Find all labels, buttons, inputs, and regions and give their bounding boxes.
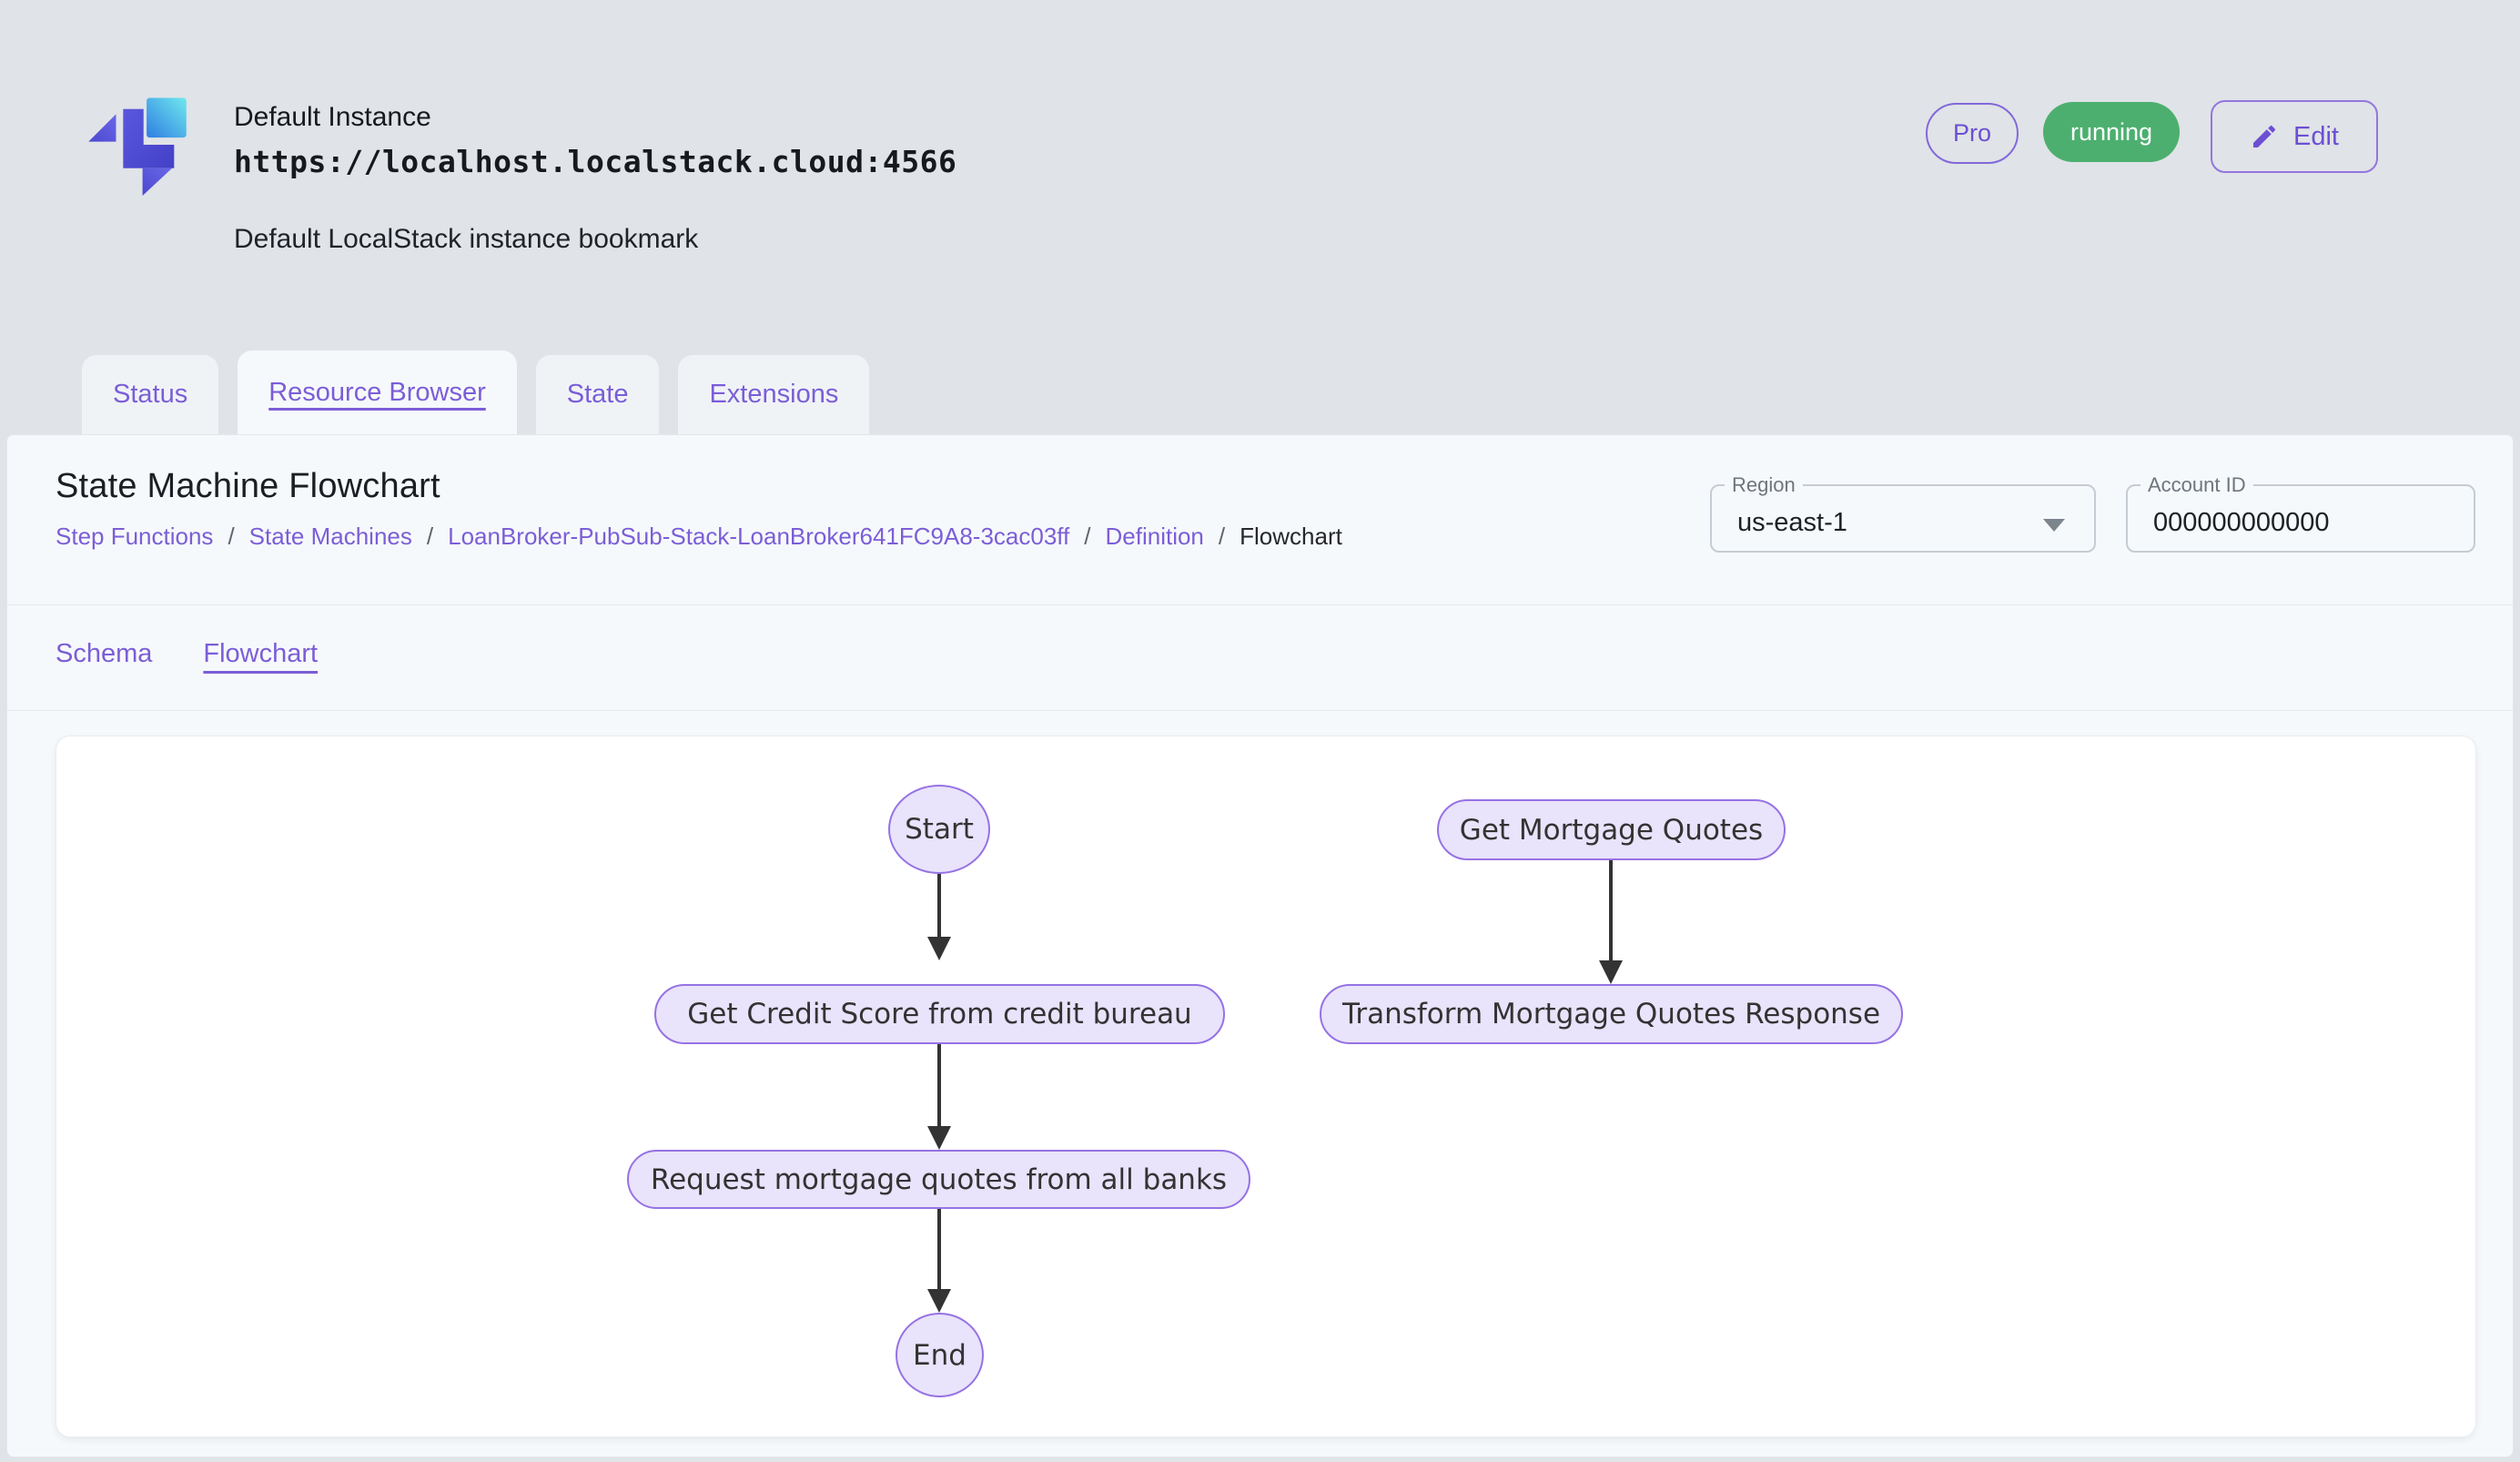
flow-arrow xyxy=(937,1044,941,1126)
region-select[interactable]: Region us-east-1 xyxy=(1710,473,2096,553)
account-id-label: Account ID xyxy=(2148,473,2246,496)
flow-node-transform-response: Transform Mortgage Quotes Response xyxy=(1320,984,1903,1044)
resource-browser-panel: State Machine Flowchart Step Functions /… xyxy=(6,434,2514,1457)
region-label: Region xyxy=(1732,473,1796,496)
instance-url: https://localhost.localstack.cloud:4566 xyxy=(234,144,957,179)
edit-button-label: Edit xyxy=(2293,121,2339,151)
flow-arrow xyxy=(937,874,941,937)
definition-subtabs: Schema Flowchart xyxy=(56,639,318,669)
instance-header: Default Instance https://localhost.local… xyxy=(234,102,956,255)
breadcrumb-definition[interactable]: Definition xyxy=(1105,523,1204,550)
breadcrumb-separator: / xyxy=(1218,523,1226,550)
breadcrumb-flowchart: Flowchart xyxy=(1240,523,1342,550)
flow-node-get-credit-score: Get Credit Score from credit bureau xyxy=(654,984,1225,1044)
instance-name: Default Instance xyxy=(234,102,431,132)
flow-node-start-label: Start xyxy=(905,813,974,846)
localstack-logo xyxy=(88,97,187,196)
pro-badge-label: Pro xyxy=(1953,119,1992,147)
flow-node-get-mortgage-quotes-label: Get Mortgage Quotes xyxy=(1459,813,1764,847)
tab-status[interactable]: Status xyxy=(82,355,219,434)
pencil-icon xyxy=(2253,125,2276,147)
chevron-down-icon[interactable] xyxy=(2043,519,2065,532)
tab-state[interactable]: State xyxy=(535,355,660,434)
flowchart-card: Start Get Mortgage Quotes Get Credit Sco… xyxy=(56,736,2476,1437)
page-title: State Machine Flowchart xyxy=(56,467,440,505)
tab-extensions-label: Extensions xyxy=(709,380,839,409)
subtab-flowchart[interactable]: Flowchart xyxy=(203,639,319,668)
edit-button[interactable]: Edit xyxy=(2211,100,2378,173)
breadcrumb-separator: / xyxy=(228,523,235,550)
subtab-schema[interactable]: Schema xyxy=(56,639,153,668)
pro-badge: Pro xyxy=(1926,103,2019,164)
status-badge-label: running xyxy=(2070,117,2153,146)
breadcrumb-separator: / xyxy=(1084,523,1091,550)
divider xyxy=(7,604,2513,605)
flow-node-request-quotes: Request mortgage quotes from all banks xyxy=(627,1150,1250,1209)
region-value: us-east-1 xyxy=(1737,508,1847,537)
status-badge: running xyxy=(2043,102,2181,162)
tab-extensions[interactable]: Extensions xyxy=(678,355,870,434)
breadcrumb-state-machines[interactable]: State Machines xyxy=(248,523,412,550)
breadcrumb-state-machine-name[interactable]: LoanBroker-PubSub-Stack-LoanBroker641FC9… xyxy=(448,523,1070,550)
divider xyxy=(7,710,2513,711)
breadcrumb: Step Functions / State Machines / LoanBr… xyxy=(56,523,1342,551)
account-id-value[interactable]: 000000000000 xyxy=(2153,508,2330,537)
flow-arrow xyxy=(937,1209,941,1289)
tab-resource-browser-label: Resource Browser xyxy=(268,377,486,407)
flow-node-get-mortgage-quotes: Get Mortgage Quotes xyxy=(1437,799,1786,860)
flow-node-end: End xyxy=(896,1313,984,1397)
tab-state-label: State xyxy=(566,380,629,409)
breadcrumb-step-functions[interactable]: Step Functions xyxy=(56,523,214,550)
flow-node-request-quotes-label: Request mortgage quotes from all banks xyxy=(650,1162,1228,1196)
flow-node-transform-response-label: Transform Mortgage Quotes Response xyxy=(1341,998,1881,1031)
flow-node-get-credit-score-label: Get Credit Score from credit bureau xyxy=(687,998,1192,1031)
main-tabs: Status Resource Browser State Extensions xyxy=(82,350,870,434)
flow-node-start: Start xyxy=(888,785,990,874)
instance-description: Default LocalStack instance bookmark xyxy=(234,224,699,254)
account-id-field[interactable]: Account ID 000000000000 xyxy=(2126,473,2475,553)
flow-node-end-label: End xyxy=(913,1338,967,1372)
breadcrumb-separator: / xyxy=(426,523,434,550)
tab-resource-browser[interactable]: Resource Browser xyxy=(238,350,517,434)
flow-arrow xyxy=(1609,860,1613,960)
tab-status-label: Status xyxy=(113,380,188,409)
